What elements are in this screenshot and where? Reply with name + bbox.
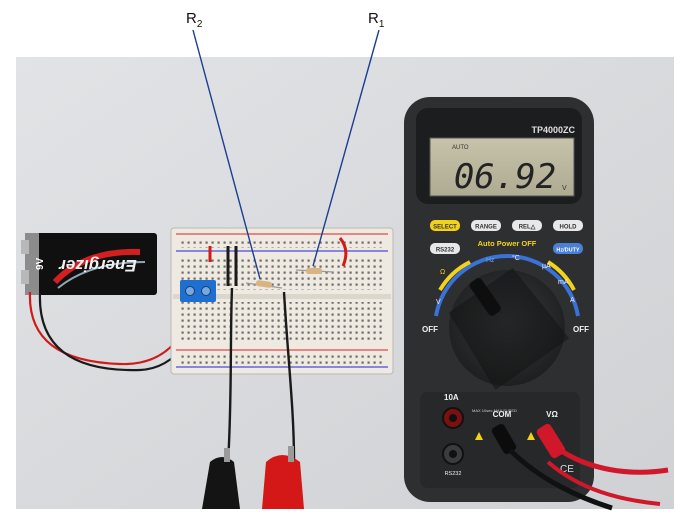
auto-power-off-label: Auto Power OFF (478, 239, 537, 248)
dial-a: A (570, 297, 575, 304)
dial-off-left: OFF (422, 325, 438, 334)
svg-text:REL△: REL△ (519, 224, 536, 231)
jack-rs232-label: RS232 (445, 471, 462, 477)
dial-temp: °C (512, 254, 520, 262)
lcd-mode: AUTO (452, 145, 469, 151)
multimeter: TP4000ZC AUTO 06.92 V SELECT RANGE REL△ … (404, 97, 594, 502)
jack-com-label: COM (493, 410, 512, 419)
meter-model: TP4000ZC (531, 125, 575, 135)
svg-text:RANGE: RANGE (475, 225, 497, 231)
battery-brand: Energizer (58, 256, 137, 275)
jack-10a-label: 10A (444, 393, 459, 402)
rs232-button[interactable]: RS232 (430, 243, 460, 254)
jack-vohm-label: VΩ (546, 410, 558, 419)
svg-text:HOLD: HOLD (560, 225, 578, 231)
dial-arc (434, 254, 580, 317)
dial-ohm: Ω (440, 269, 445, 276)
probe-plug-red (536, 423, 669, 506)
rotary-dial[interactable] (444, 265, 570, 390)
clip-red (262, 446, 304, 509)
dial-off-right: OFF (573, 325, 589, 334)
jumper-red-right (338, 237, 348, 267)
resistor-r1 (295, 268, 335, 274)
r1-label: R1 (368, 10, 385, 30)
ce-mark: CE (560, 464, 574, 475)
warning-icon (475, 432, 483, 440)
probe-plug-black (491, 423, 613, 511)
r1-leader-line (312, 29, 380, 267)
range-button[interactable]: RANGE (471, 220, 501, 231)
probe-lead-black (226, 287, 234, 463)
svg-text:SELECT: SELECT (433, 225, 457, 231)
terminal-block (180, 280, 216, 302)
dial-v: V (436, 299, 441, 306)
dial-ua: µA (542, 263, 551, 270)
battery-9v: Energizer 9V (21, 233, 157, 295)
r2-leader-line (192, 29, 261, 280)
r2-label: R2 (186, 10, 203, 30)
svg-text:RS232: RS232 (436, 248, 455, 254)
dial-ma: mA (558, 279, 569, 286)
rel-button[interactable]: REL△ (512, 220, 542, 231)
select-button[interactable]: SELECT (430, 220, 460, 231)
hold-button[interactable]: HOLD (553, 220, 583, 231)
dial-hz: Hz (486, 257, 495, 264)
warning-icon-2 (527, 432, 535, 440)
lcd-unit: V (562, 185, 567, 192)
svg-text:Hz/DUTY: Hz/DUTY (556, 248, 580, 254)
clip-black (202, 448, 240, 509)
probe-lead-black-2 (282, 291, 296, 461)
resistor-r2 (245, 280, 283, 289)
fused-note: MAX 10sec MAX FUSED (472, 408, 517, 413)
lcd-screen (429, 137, 575, 197)
battery-voltage: 9V (35, 257, 46, 270)
hz-duty-button[interactable]: Hz/DUTY (553, 243, 583, 254)
lcd-reading: 06.92 (454, 157, 556, 197)
